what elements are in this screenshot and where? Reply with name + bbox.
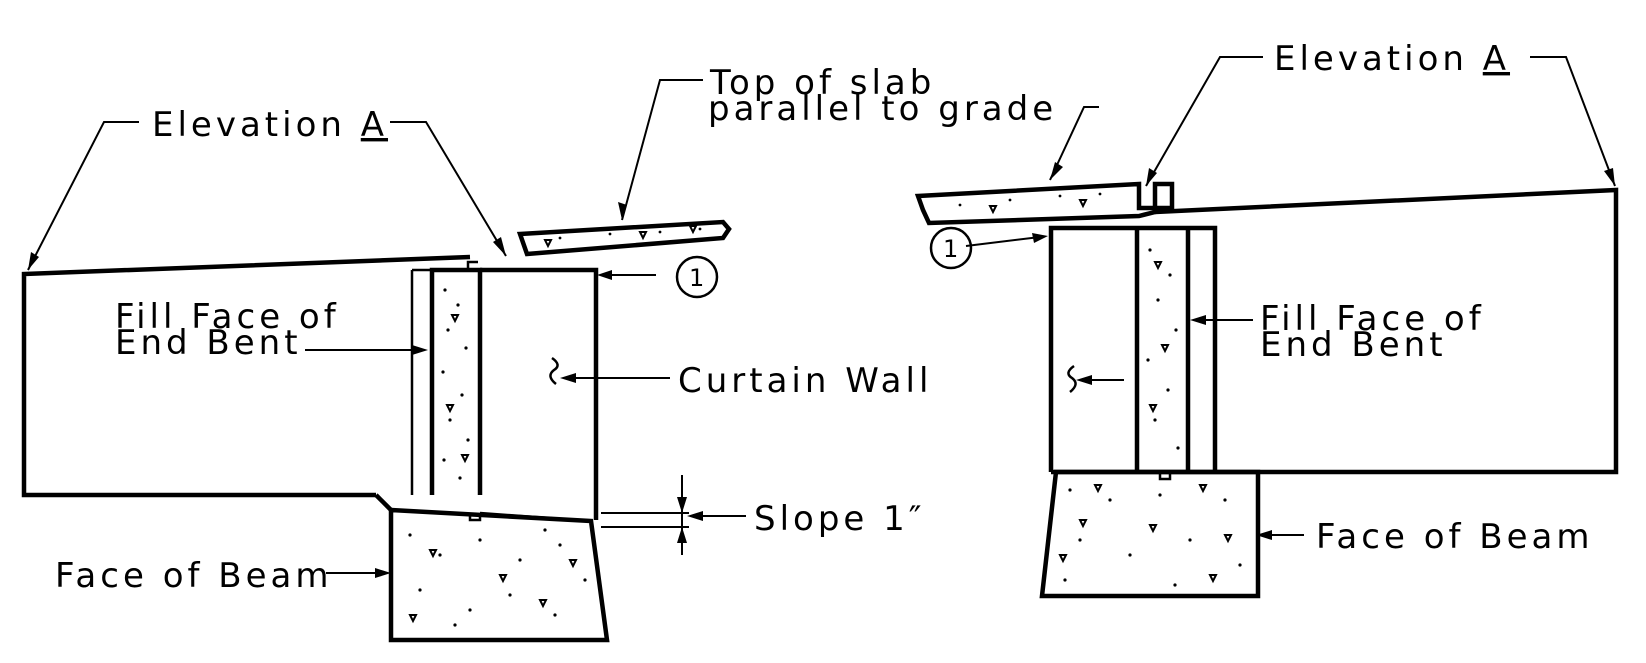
right-girder-outline bbox=[1154, 187, 1619, 475]
right-beam-block bbox=[1039, 469, 1261, 599]
face-of-beam-label-left: Face of Beam bbox=[55, 556, 332, 596]
right-slab bbox=[914, 181, 1175, 226]
right-leaders bbox=[965, 56, 1616, 536]
right-break-symbol bbox=[1067, 364, 1077, 393]
left-end-bent-wall bbox=[429, 267, 483, 495]
callout-1-left bbox=[675, 255, 719, 299]
left-girder-outline bbox=[21, 254, 471, 498]
right-concrete-stipple bbox=[958, 192, 1242, 587]
slope-label: Slope 1″ bbox=[754, 499, 925, 539]
left-concrete-stipple bbox=[408, 225, 702, 627]
fill-face-label-right-2: End Bent bbox=[1260, 325, 1447, 365]
right-detail bbox=[914, 181, 1619, 599]
face-of-beam-label-right: Face of Beam bbox=[1316, 517, 1593, 557]
fill-face-label-left-2: End Bent bbox=[115, 323, 302, 363]
fill-face-label-right-1: Fill Face of bbox=[1260, 299, 1485, 339]
left-keyway bbox=[466, 260, 478, 270]
callout-1-right bbox=[929, 226, 973, 270]
left-slab bbox=[516, 219, 732, 257]
right-curtain-wall bbox=[1048, 225, 1218, 472]
callout-number-left: 1 bbox=[689, 264, 704, 292]
callout-number-right: 1 bbox=[943, 235, 958, 263]
parallel-to-grade-label: parallel to grade bbox=[708, 89, 1057, 129]
fill-face-label-left-1: Fill Face of bbox=[115, 297, 340, 337]
left-curtain-wall bbox=[480, 267, 599, 520]
left-break-symbol bbox=[549, 356, 559, 385]
elevation-a-label-left: Elevation A bbox=[152, 105, 388, 145]
top-of-slab-label: Top of slab bbox=[709, 63, 935, 103]
left-detail bbox=[21, 219, 732, 643]
elevation-a-label-right: Elevation A bbox=[1274, 39, 1510, 79]
curtain-wall-label: Curtain Wall bbox=[678, 361, 932, 401]
